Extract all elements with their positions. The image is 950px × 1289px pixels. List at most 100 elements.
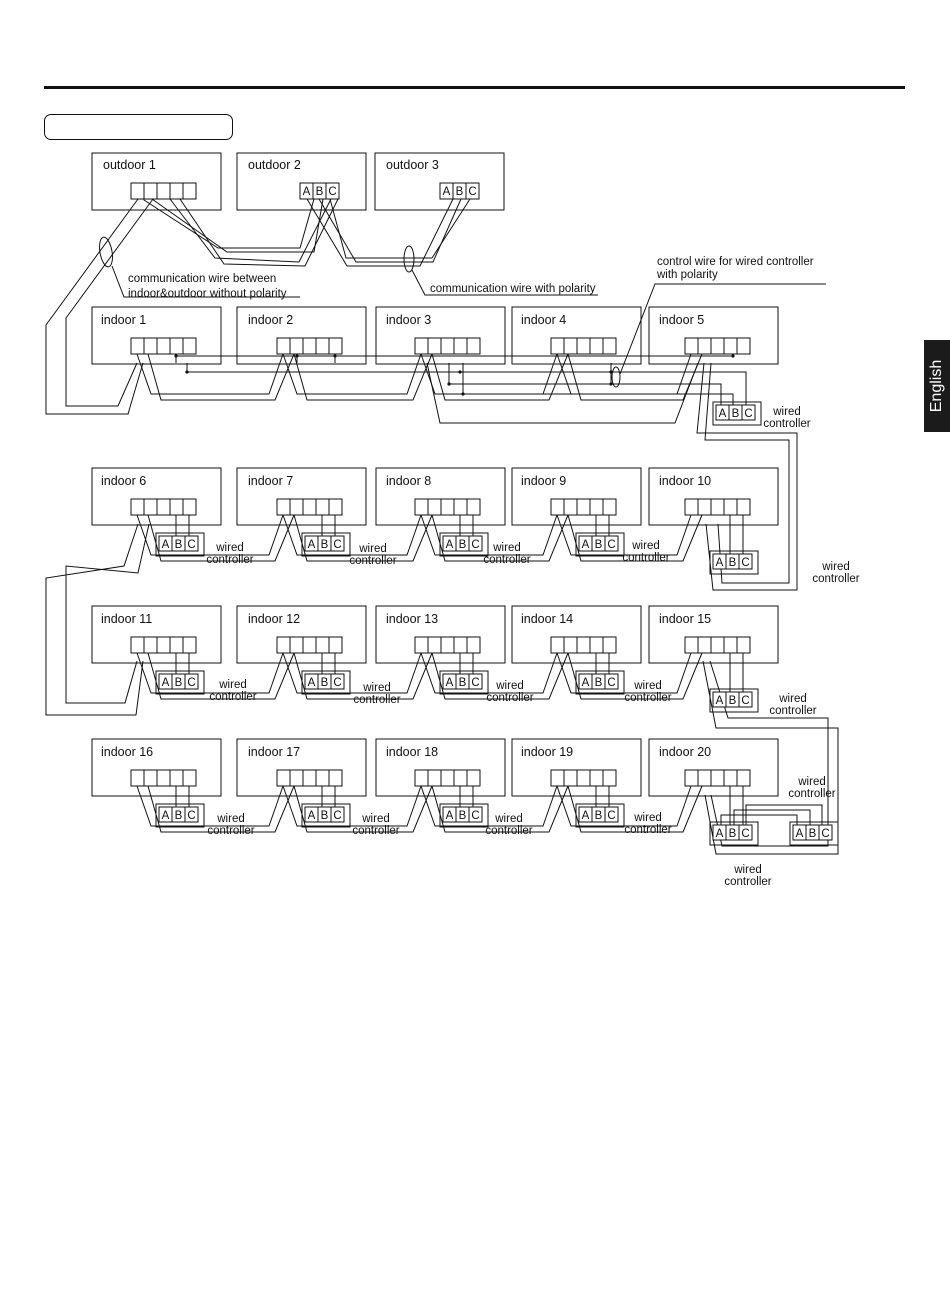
unit-label: indoor 10: [659, 474, 711, 488]
controller-terminal-letter: A: [308, 810, 316, 822]
terminal-cell: [414, 636, 429, 654]
controller-box: [575, 532, 625, 557]
annotation-control-wire: with polarity: [656, 269, 718, 281]
terminal-cell: [576, 337, 591, 355]
wired-controller-label: wired: [633, 812, 661, 824]
outdoor-indoor-comm-wire: [65, 198, 154, 407]
unit-label: indoor 11: [101, 612, 152, 626]
terminal-cell: [276, 769, 291, 787]
terminal-cell: [563, 769, 578, 787]
controller-terminal-letter: A: [582, 539, 590, 551]
terminal-cell: [328, 337, 343, 355]
controller-terminal-letter: C: [333, 677, 341, 689]
terminal-cell: [723, 498, 738, 516]
outdoor-comm-wire: [179, 198, 339, 267]
controller-terminal-letter: B: [321, 677, 329, 689]
indoor-comm-wire: [282, 353, 422, 395]
controller-terminal-letter: A: [796, 828, 804, 840]
indoor-comm-wire: [420, 652, 558, 694]
controller-terminal-letter: B: [459, 677, 467, 689]
controller-terminal-letter: A: [308, 539, 316, 551]
indoor-unit-2: indoor 2: [236, 306, 367, 365]
indoor-unit-15: indoor 15: [648, 605, 779, 664]
terminal-letter: C: [468, 186, 476, 198]
annotation-comm-polarity: communication wire with polarity: [430, 283, 596, 295]
outdoor-comm-wire: [318, 198, 462, 263]
terminal-cell: [723, 636, 738, 654]
wired-controller-label: controller: [812, 573, 859, 585]
row-link-wire: [696, 362, 798, 591]
indoor-unit-16: indoor 16: [91, 738, 222, 797]
unit-box: [375, 738, 506, 797]
terminal-cell: [289, 337, 304, 355]
unit-label: indoor 17: [248, 745, 300, 759]
annotation-leader: [411, 269, 598, 296]
wire-junction: [447, 382, 451, 386]
indoor-unit-7: indoor 7: [236, 467, 367, 526]
controller-box: [709, 550, 759, 575]
terminal-cell: [723, 337, 738, 355]
controller-terminal-cell: [184, 673, 199, 690]
controller-box: [709, 688, 759, 713]
terminal-cell: [440, 636, 455, 654]
terminal-cell: [427, 337, 442, 355]
wired-controller-label: controller: [207, 825, 254, 837]
terminal-cell: [169, 636, 184, 654]
unit-box: [648, 467, 779, 526]
annotations-layer: communication wire betweenindoor&outdoor…: [128, 256, 814, 300]
terminal-cell: [453, 636, 468, 654]
terminal-cell: [130, 337, 145, 355]
terminal-cell: [710, 337, 725, 355]
indoor-comm-wire: [431, 353, 569, 401]
controller-terminal-letter: B: [809, 828, 817, 840]
unit-box: [375, 467, 506, 526]
controller-terminal-letter: C: [821, 828, 829, 840]
controller-terminal-cell: [330, 673, 345, 690]
terminal-cell: [315, 498, 330, 516]
terminal-cell: [302, 498, 317, 516]
controller-box: [709, 821, 759, 846]
wired-controller-label: wired: [494, 813, 522, 825]
terminal-letter: A: [443, 186, 451, 198]
unit-label: indoor 3: [386, 313, 431, 327]
terminal-cell: [466, 337, 481, 355]
controller-terminal-cell: [738, 824, 753, 841]
indoor-comm-wire: [293, 353, 433, 401]
terminal-cell: [143, 498, 158, 516]
terminal-cell: [563, 636, 578, 654]
terminal-cell: [130, 182, 145, 200]
indoor-comm-wire: [282, 652, 422, 694]
controller-terminal-letter: C: [187, 539, 195, 551]
unit-label: indoor 4: [521, 313, 566, 327]
controller-box: [301, 532, 351, 557]
terminal-cell: [589, 337, 604, 355]
terminal-cell: [589, 498, 604, 516]
indoor-unit-4: indoor 4: [511, 306, 642, 365]
wired-controller-label: wired: [821, 561, 849, 573]
outdoor-comm-wire: [306, 198, 454, 267]
wired-controller-label: controller: [622, 552, 669, 564]
language-tab[interactable]: English: [924, 340, 950, 432]
wired-controller-label: controller: [353, 694, 400, 706]
wired-controller-label: controller: [352, 825, 399, 837]
controller-terminal-letter: C: [333, 539, 341, 551]
indoor-unit-9: indoor 9: [511, 467, 642, 526]
unit-label: indoor 5: [659, 313, 704, 327]
unit-label: indoor 15: [659, 612, 711, 626]
indoor-unit-1: indoor 1: [91, 306, 222, 365]
annotation-leader: [619, 283, 826, 375]
terminal-cell: [289, 769, 304, 787]
controller-terminal-letter: B: [321, 539, 329, 551]
wire-junction: [731, 354, 735, 358]
controller-terminal-letter: C: [187, 810, 195, 822]
controller-box: [712, 401, 762, 426]
row-link-wire: [702, 660, 839, 855]
terminal-cell: [414, 337, 429, 355]
terminal-cell: [130, 636, 145, 654]
controller-terminal-cell: [604, 535, 619, 552]
